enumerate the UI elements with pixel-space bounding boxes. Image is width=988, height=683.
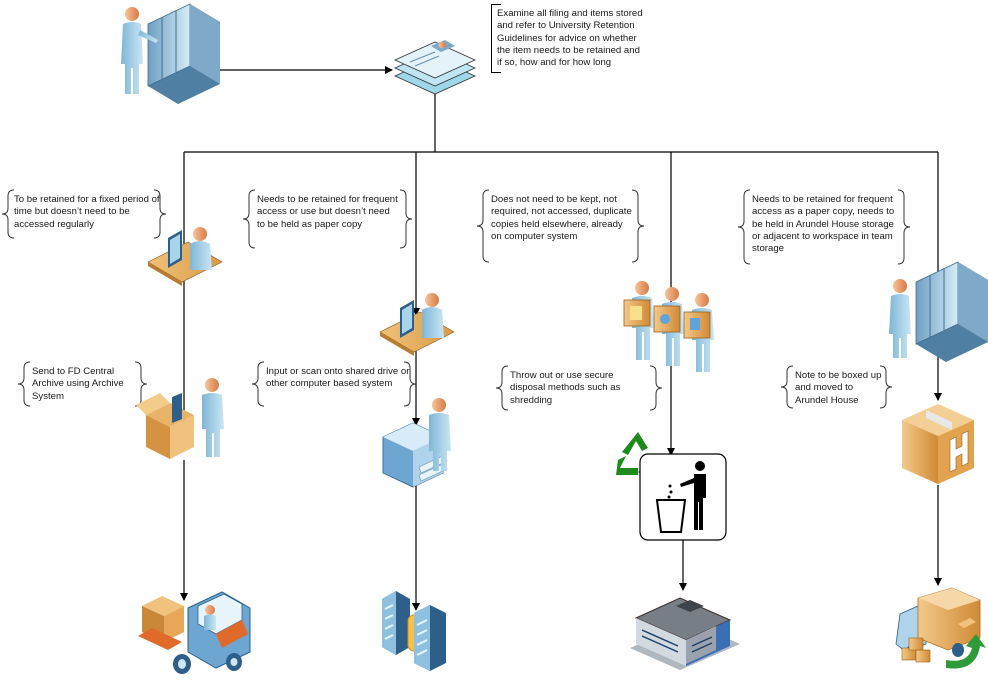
branch-2-action-note: Input or scan onto shared drive or other… bbox=[266, 366, 410, 390]
branch-1-condition-note: To be retained for a fixed period of tim… bbox=[14, 194, 160, 230]
brace-left bbox=[17, 361, 31, 407]
branch-3-action-note: Throw out or use secure disposal methods… bbox=[510, 370, 621, 406]
branch-4-action-note: Note to be boxed up and moved to Arundel… bbox=[795, 370, 882, 406]
person-at-desk-computer-icon bbox=[379, 293, 455, 356]
document-stack-icon bbox=[394, 40, 476, 95]
brace-right bbox=[649, 365, 663, 411]
connectors bbox=[180, 66, 942, 611]
brace-left bbox=[242, 189, 256, 249]
brace-left bbox=[1, 189, 15, 239]
litter-person-icon bbox=[655, 461, 706, 533]
brace-left bbox=[780, 365, 794, 409]
brace-left bbox=[251, 361, 265, 407]
branch-4-condition-note: Needs to be retained for frequent access… bbox=[752, 194, 895, 255]
branch-3-condition-note: Does not need to be kept, not required, … bbox=[491, 194, 632, 242]
branch-1-action-note: Send to FD Central Archive using Archive… bbox=[32, 366, 124, 402]
brace-left bbox=[737, 189, 751, 265]
person-at-filing-cabinet-icon bbox=[121, 3, 220, 104]
brace-right bbox=[631, 189, 645, 263]
delivery-truck-icon bbox=[895, 587, 986, 669]
brace-right bbox=[897, 189, 911, 265]
person-at-scanner-icon bbox=[382, 398, 451, 488]
people-carrying-boxes-icon bbox=[623, 281, 714, 372]
brace-right bbox=[134, 361, 148, 407]
disposal-facility-building-icon bbox=[630, 597, 740, 670]
brace-right bbox=[399, 189, 413, 249]
person-at-filing-cabinet-icon bbox=[889, 261, 988, 362]
branch-2-condition-note: Needs to be retained for frequent access… bbox=[257, 194, 398, 230]
recycle-and-bin-icon bbox=[616, 432, 727, 541]
litter-bin-sign bbox=[639, 453, 727, 541]
person-packing-box-icon bbox=[136, 378, 224, 459]
start-instruction-note: Examine all filing and items stored and … bbox=[491, 4, 651, 74]
cardboard-box-icon bbox=[902, 404, 974, 484]
brace-right bbox=[879, 365, 893, 409]
person-at-desk-computer-icon bbox=[147, 227, 223, 286]
brace-left bbox=[495, 365, 509, 411]
brace-left bbox=[476, 189, 490, 263]
server-database-icon bbox=[382, 591, 446, 671]
forklift-with-box-icon bbox=[138, 591, 251, 674]
braces bbox=[1, 189, 911, 411]
brace-right bbox=[403, 361, 417, 407]
brace-right bbox=[153, 189, 167, 239]
